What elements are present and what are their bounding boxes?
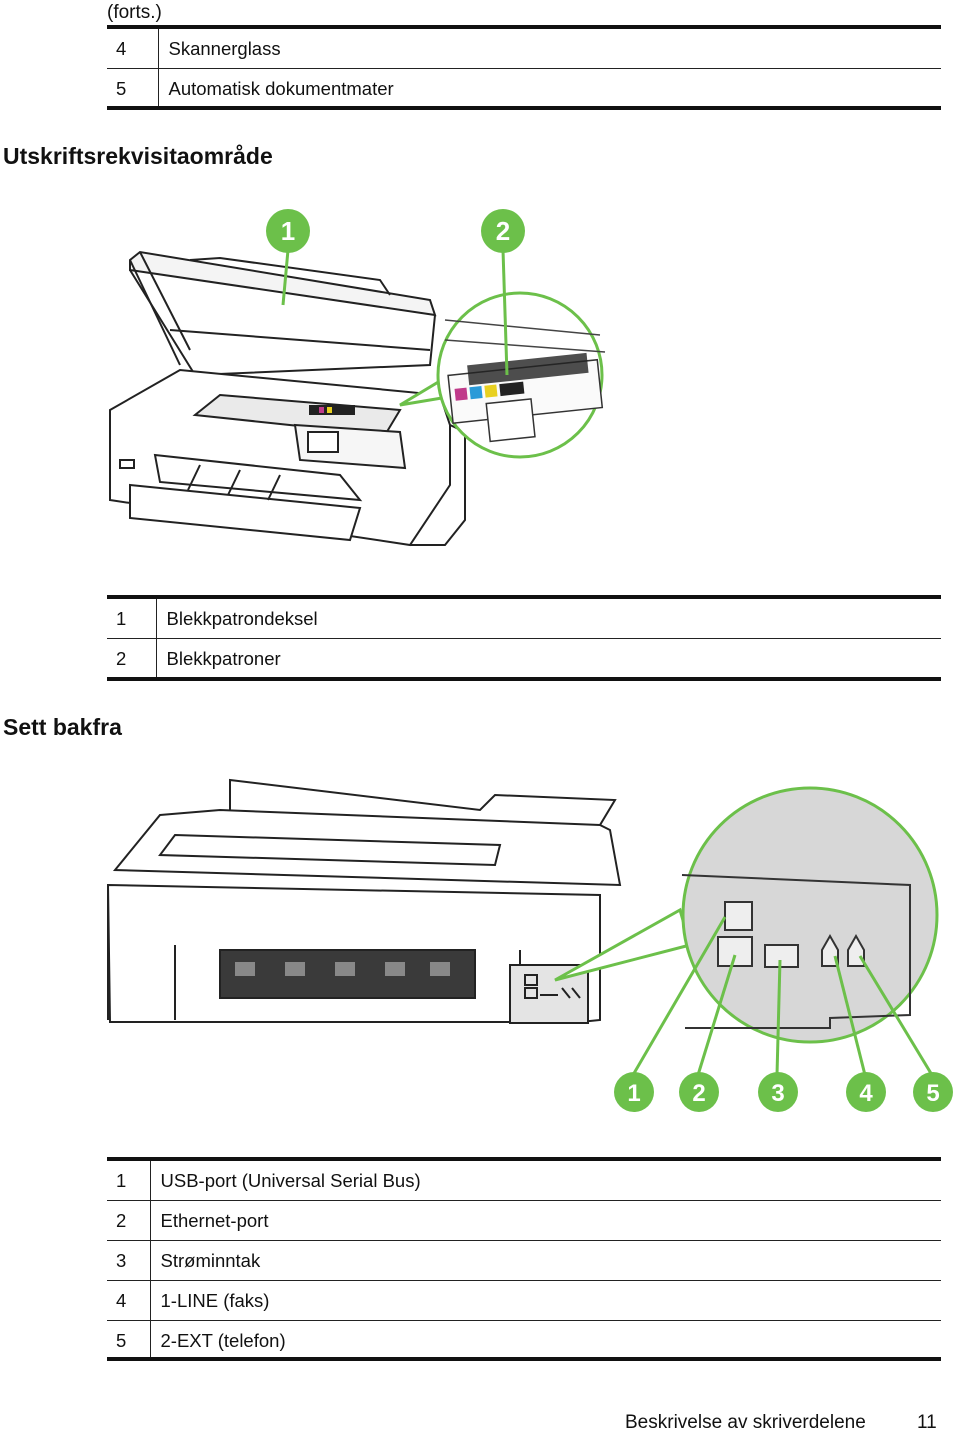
row-number: 5 bbox=[107, 68, 159, 108]
table-row: 4 1-LINE (faks) bbox=[107, 1280, 941, 1321]
table-top-rule bbox=[107, 595, 941, 599]
page-number: 11 bbox=[917, 1412, 937, 1433]
table-row: 1 USB-port (Universal Serial Bus) bbox=[107, 1161, 941, 1201]
row-number: 5 bbox=[107, 1320, 151, 1360]
callout-number: 1 bbox=[281, 216, 295, 246]
table-row: 5 2-EXT (telefon) bbox=[107, 1320, 941, 1360]
section-heading-back: Sett bakfra bbox=[3, 714, 122, 740]
callout-number: 2 bbox=[692, 1080, 705, 1107]
table-bottom-rule bbox=[107, 106, 941, 110]
row-text: 1-LINE (faks) bbox=[160, 1289, 270, 1311]
continued-label: (forts.) bbox=[107, 2, 162, 23]
callout-number: 3 bbox=[771, 1080, 784, 1107]
section-heading-supplies: Utskriftsrekvisitaområde bbox=[3, 143, 273, 169]
table-bottom-rule bbox=[107, 1357, 941, 1361]
callout-2: 2 bbox=[479, 207, 527, 260]
printer-top-illustration bbox=[109, 249, 606, 547]
table-row: 2 Blekkpatroner bbox=[107, 638, 941, 678]
callout-number: 5 bbox=[926, 1080, 939, 1107]
table-top-rule bbox=[107, 25, 941, 29]
row-text: Blekkpatroner bbox=[166, 647, 281, 669]
row-number: 4 bbox=[107, 1280, 151, 1321]
row-text: Blekkpatrondeksel bbox=[166, 607, 318, 629]
row-text: Automatisk dokumentmater bbox=[168, 77, 394, 99]
table-row: 4 Skannerglass bbox=[107, 29, 941, 69]
table-row: 1 Blekkpatrondeksel bbox=[107, 599, 941, 639]
callout-2: 2 bbox=[677, 1070, 721, 1119]
row-number: 2 bbox=[107, 1200, 151, 1241]
row-text: 2-EXT (telefon) bbox=[160, 1329, 286, 1351]
callout-1: 1 bbox=[612, 1070, 656, 1119]
table-bottom-rule bbox=[107, 677, 941, 681]
callout-number: 4 bbox=[859, 1080, 873, 1107]
callout-1: 1 bbox=[264, 207, 312, 260]
callout-3: 3 bbox=[756, 1070, 800, 1119]
table-row: 2 Ethernet-port bbox=[107, 1200, 941, 1241]
row-text: Skannerglass bbox=[168, 37, 281, 59]
row-text: Ethernet-port bbox=[160, 1209, 269, 1231]
callout-number: 2 bbox=[496, 216, 510, 246]
legend-table-top: 4 Skannerglass 5 Automatisk dokumentmate… bbox=[107, 29, 941, 108]
table-row: 5 Automatisk dokumentmater bbox=[107, 68, 941, 108]
row-text: Strøminntak bbox=[160, 1249, 261, 1271]
row-number: 1 bbox=[107, 599, 157, 639]
row-number: 1 bbox=[107, 1161, 151, 1201]
callout-5: 5 bbox=[911, 1070, 955, 1119]
legend-table-back: 1 USB-port (Universal Serial Bus) 2 Ethe… bbox=[107, 1161, 941, 1360]
printer-back-illustration bbox=[106, 778, 939, 1076]
table-top-rule bbox=[107, 1157, 941, 1161]
table-row: 3 Strøminntak bbox=[107, 1240, 941, 1281]
callout-4: 4 bbox=[844, 1070, 888, 1119]
row-number: 4 bbox=[107, 29, 159, 69]
row-number: 3 bbox=[107, 1240, 151, 1281]
callout-number: 1 bbox=[627, 1080, 640, 1107]
row-text: USB-port (Universal Serial Bus) bbox=[160, 1169, 421, 1191]
footer-section-title: Beskrivelse av skriverdelene bbox=[625, 1412, 866, 1433]
legend-table-supplies: 1 Blekkpatrondeksel 2 Blekkpatroner bbox=[107, 599, 941, 678]
row-number: 2 bbox=[107, 638, 157, 678]
